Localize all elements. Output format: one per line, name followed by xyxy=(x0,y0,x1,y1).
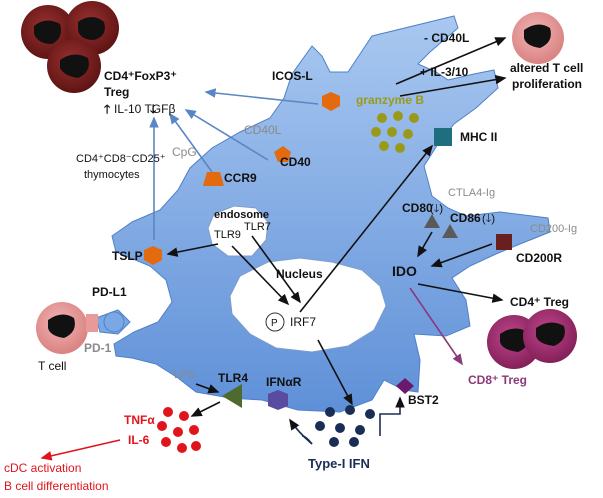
arrow-ido-cd8treg xyxy=(409,287,463,366)
labels: CD4⁺FoxP3⁺ Treg 🡑 IL-10 TGFβ 🡓 CD4⁺CD8⁻C… xyxy=(4,31,583,493)
label-cd40: CD40 xyxy=(280,155,311,169)
label-cd4cd8-1: CD4⁺CD8⁻CD25⁺ xyxy=(76,153,166,165)
label-p: P xyxy=(271,318,278,329)
label-tnfa: TNFα xyxy=(124,413,155,427)
label-il10-tgf: IL-10 TGFβ xyxy=(114,102,175,116)
label-tlr9: TLR9 xyxy=(214,229,241,241)
label-cd200r: CD200R xyxy=(516,251,562,265)
cd86-receptor xyxy=(442,224,458,238)
tslp-receptor xyxy=(144,246,162,265)
label-cd40l-mid: CD40L xyxy=(244,123,282,137)
arrow-cd200r-ido xyxy=(430,243,493,268)
label-typei: Type-I IFN xyxy=(308,456,370,471)
label-tslp: TSLP xyxy=(112,249,143,263)
icosl-receptor xyxy=(322,92,340,111)
label-cd80: CD80 xyxy=(402,201,433,215)
label-cpg: CpG xyxy=(172,145,197,159)
label-tlr4: TLR4 xyxy=(218,371,248,385)
altered-t-cell xyxy=(512,12,564,64)
label-cd4cd8-2: thymocytes xyxy=(84,169,140,181)
label-pd1: PD-1 xyxy=(84,341,112,355)
label-cdc: cDC activation xyxy=(4,461,81,475)
arrow-irf7-mhc2 xyxy=(299,144,433,313)
cd200r-receptor xyxy=(496,234,512,250)
arrow-ifn-bst2 xyxy=(379,396,405,436)
arrow-tlr9-irf7 xyxy=(231,245,290,306)
label-cd4treg: CD4⁺ Treg xyxy=(510,295,569,309)
label-cd86-down: (🡓) xyxy=(482,213,495,225)
label-ifnar: IFNαR xyxy=(266,375,302,389)
label-irf7: IRF7 xyxy=(290,315,316,329)
label-ccr9: CCR9 xyxy=(224,171,257,185)
label-granzyme: granzyme B xyxy=(356,93,424,107)
cd80-receptor xyxy=(424,214,440,228)
label-tlr7: TLR7 xyxy=(244,221,271,233)
down-arrow-glyph: 🡓 xyxy=(150,102,156,116)
bst2-receptor xyxy=(396,378,414,394)
cd40-receptor xyxy=(274,146,291,162)
label-cd40l-top: - CD40L xyxy=(424,31,469,45)
cytokine-dots xyxy=(157,407,201,453)
cd8-treg-cells xyxy=(487,309,577,369)
arrow-icosl-treg xyxy=(204,88,319,105)
label-bst2: BST2 xyxy=(408,393,439,407)
arrow-cd40l-altered xyxy=(395,37,507,85)
label-il3-10: + IL-3/10 xyxy=(420,65,469,79)
ccr9-receptor xyxy=(203,172,224,186)
arrow-cd40-treg xyxy=(184,109,269,161)
label-cd80-down: (🡓) xyxy=(430,203,443,215)
arrow-tlr7-irf7 xyxy=(251,235,301,304)
ifnar-receptor xyxy=(268,390,288,410)
arrows xyxy=(40,37,507,461)
receptors xyxy=(103,92,512,410)
label-cd86: CD86 xyxy=(450,211,481,225)
label-ctla4: CTLA4-Ig xyxy=(448,187,495,199)
label-treg-2: Treg xyxy=(104,85,129,99)
label-ido: IDO xyxy=(392,263,417,279)
granzyme-dots xyxy=(371,111,419,153)
label-icosl: ICOS-L xyxy=(272,69,313,83)
arrow-tlr4-cytokines xyxy=(190,401,221,417)
label-tcell: T cell xyxy=(38,359,66,373)
arrow-irf7-ifn xyxy=(317,339,353,406)
arrow-ifnar-start xyxy=(301,435,313,445)
arrow-endosome-tslp xyxy=(166,243,219,257)
label-cd8treg: CD8⁺ Treg xyxy=(468,373,527,387)
t-cell xyxy=(36,302,98,354)
label-endosome: endosome xyxy=(214,209,269,221)
pdl1-receptor xyxy=(103,311,125,333)
phospho-circle xyxy=(265,312,285,332)
label-mhc2: MHC II xyxy=(460,130,497,144)
arrow-ido-cd4treg xyxy=(417,283,504,303)
arrow-ccr9-treg xyxy=(169,112,213,173)
label-bcell: B cell differentiation xyxy=(4,479,109,493)
arrow-il310-altered xyxy=(399,74,507,97)
label-altered-1: altered T cell xyxy=(510,61,583,75)
label-nucleus: Nucleus xyxy=(276,267,323,281)
label-altered-2: proliferation xyxy=(512,77,582,91)
label-cd200ig: CD200-Ig xyxy=(530,223,577,235)
arrow-cd80-ido xyxy=(417,231,433,258)
arrow-lps-tlr4 xyxy=(195,383,220,394)
label-lps: LPS xyxy=(174,369,195,381)
label-treg-1: CD4⁺FoxP3⁺ xyxy=(104,69,177,83)
pdc-cell-body xyxy=(111,15,551,413)
arrow-cytokines-cdc xyxy=(40,439,121,461)
label-il6: IL-6 xyxy=(128,433,150,447)
mhc2-receptor xyxy=(434,128,452,146)
ifn-dots xyxy=(315,405,375,447)
up-arrow-glyph: 🡑 xyxy=(104,102,110,116)
treg-cells xyxy=(21,1,119,93)
label-pdl1: PD-L1 xyxy=(92,285,127,299)
tlr4-receptor xyxy=(222,384,242,408)
endosome xyxy=(207,205,269,257)
